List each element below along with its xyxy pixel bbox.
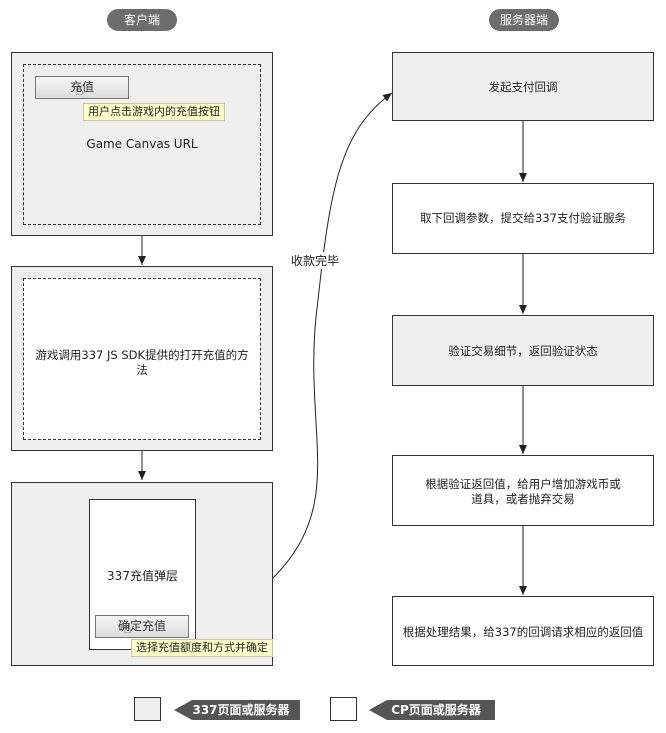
client-box-payment-layer: 337充值弹层 确定充值 ☝ 选择充值额度和方式并确定	[11, 482, 273, 666]
legend-label-337: 337页面或服务器	[174, 700, 300, 720]
server-step-3-text: 验证交易细节，返回验证状态	[448, 344, 598, 358]
recharge-button[interactable]: 充值	[35, 76, 129, 99]
client-box-game-canvas: 充值 ☝ 用户点击游戏内的充值按钮 Game Canvas URL	[11, 52, 273, 236]
server-header: 服务器端	[489, 9, 559, 31]
server-step-2-text: 取下回调参数，提交给337支付验证服务	[420, 211, 626, 225]
server-step-2: 取下回调参数，提交给337支付验证服务	[392, 183, 654, 254]
server-step-5: 根据处理结果，给337的回调请求相应的返回值	[392, 596, 654, 666]
game-canvas-frame	[23, 64, 261, 225]
hand-cursor-icon: ☝	[75, 83, 84, 99]
server-step-1-text: 发起支付回调	[488, 80, 558, 94]
client-box-sdk-call: 游戏调用337 JS SDK提供的打开充值的方法	[11, 266, 273, 451]
payment-complete-label: 收款完毕	[289, 252, 342, 269]
legend-swatch-cp	[330, 697, 357, 721]
game-canvas-caption: Game Canvas URL	[86, 137, 198, 151]
server-step-4: 根据验证返回值，给用户增加游戏币或道具，或者抛弃交易	[392, 455, 654, 526]
legend-swatch-337	[134, 697, 161, 721]
server-step-5-text: 根据处理结果，给337的回调请求相应的返回值	[402, 625, 644, 639]
hand-cursor-icon: ☝	[123, 621, 132, 637]
sdk-call-frame: 游戏调用337 JS SDK提供的打开充值的方法	[23, 278, 261, 440]
confirm-tooltip: 选择充值额度和方式并确定	[131, 639, 273, 657]
server-step-1: 发起支付回调	[392, 52, 654, 121]
sdk-call-caption: 游戏调用337 JS SDK提供的打开充值的方法	[35, 348, 249, 377]
server-step-4-text: 根据验证返回值，给用户增加游戏币或道具，或者抛弃交易	[425, 477, 621, 506]
confirm-recharge-button[interactable]: 确定充值	[95, 615, 189, 638]
payment-layer-title: 337充值弹层	[107, 569, 178, 583]
server-step-3: 验证交易细节，返回验证状态	[392, 315, 654, 386]
arrow-payment-to-server	[272, 92, 393, 579]
recharge-tooltip: 用户点击游戏内的充值按钮	[83, 103, 225, 121]
client-header: 客户端	[107, 9, 177, 31]
legend-label-cp: CP页面或服务器	[369, 700, 495, 720]
